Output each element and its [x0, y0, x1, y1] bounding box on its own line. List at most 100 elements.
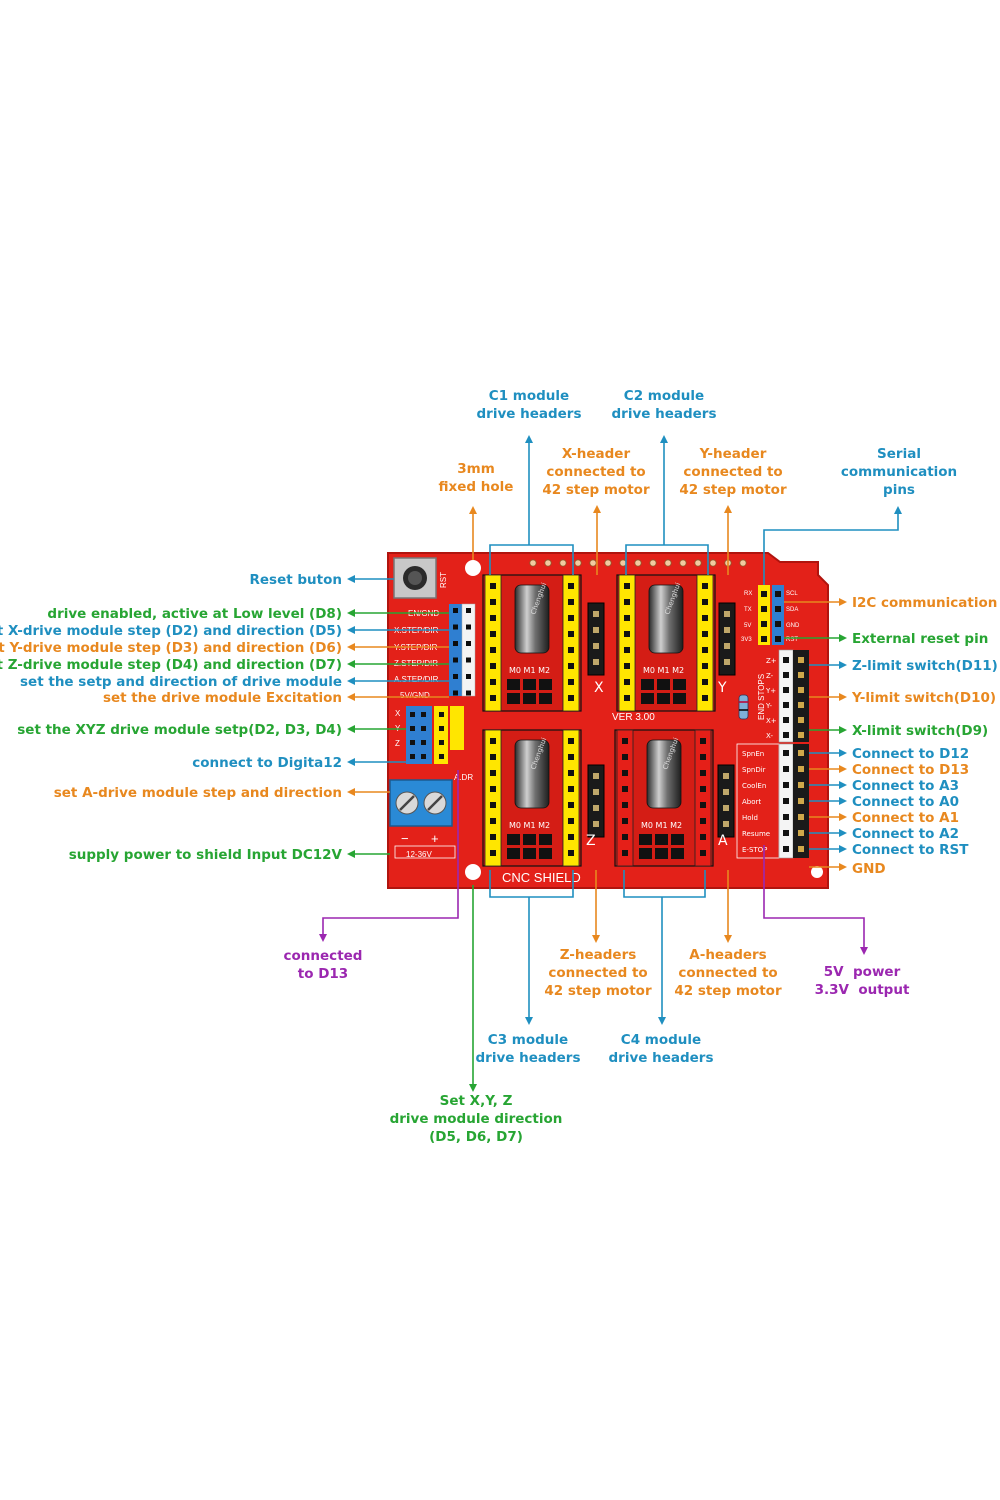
jumper — [673, 693, 686, 704]
pin — [453, 624, 458, 630]
pin — [702, 679, 708, 685]
jumper — [671, 834, 684, 845]
a0-label: Connect to A0 — [852, 794, 959, 810]
endstop-header[interactable] — [778, 649, 809, 743]
pin — [783, 657, 789, 663]
pin-hole — [664, 559, 672, 567]
silk-m-pins: M0 M1 M2 — [641, 821, 682, 830]
i2c-label: I2C communication — [852, 595, 997, 611]
pin — [622, 786, 628, 792]
pin — [490, 695, 496, 701]
pin — [724, 627, 730, 633]
driver-header-strip — [562, 574, 580, 712]
pin — [490, 615, 496, 621]
set-step-dir-label: set the setp and direction of drive modu… — [20, 674, 342, 690]
pin — [622, 818, 628, 824]
silk-endstop-yplus: Y+ — [765, 687, 776, 695]
silk-endstop-zplus: Z+ — [766, 657, 777, 665]
pin — [622, 754, 628, 760]
silk-5v: 5V — [744, 623, 751, 629]
pin — [593, 611, 599, 617]
pin — [783, 814, 789, 820]
z-limit-label: Z-limit switch(D11) — [852, 658, 998, 674]
silk-endstop-yminus: Y- — [765, 702, 772, 710]
pin — [568, 802, 574, 808]
driver-header-strip — [484, 574, 502, 712]
pin — [490, 850, 496, 856]
pin — [568, 695, 574, 701]
jumper — [539, 679, 552, 690]
fixed-hole-right — [811, 866, 823, 878]
capacitor — [514, 739, 550, 809]
silk-end-stops: END STOPS — [757, 674, 766, 720]
driver-header-strip — [696, 574, 714, 712]
pin — [568, 818, 574, 824]
serial-i2c-header[interactable] — [758, 585, 784, 645]
pin — [490, 834, 496, 840]
rst-silk: RST — [439, 572, 448, 588]
gnd-label: GND — [852, 861, 886, 877]
silk-endstop-zminus: Z- — [766, 672, 774, 680]
pin — [421, 754, 426, 759]
pin — [490, 786, 496, 792]
pin — [624, 583, 630, 589]
microstep-jumpers[interactable] — [406, 706, 464, 764]
reset-button[interactable] — [393, 557, 437, 599]
pin — [761, 621, 767, 627]
silk-a-dr: A.DR — [454, 773, 473, 782]
fixed-hole-bottom — [465, 864, 481, 880]
pin — [490, 679, 496, 685]
pin — [702, 647, 708, 653]
pin — [798, 672, 804, 678]
a2-label: Connect to A2 — [852, 826, 959, 842]
set-a-label: set A-drive module step and direction — [54, 785, 342, 801]
pin-hole — [559, 559, 567, 567]
jumper — [655, 834, 668, 845]
silk-axis-letter: Z — [586, 833, 596, 849]
pin — [622, 850, 628, 856]
pin — [593, 821, 599, 827]
motor-header: Y — [717, 602, 736, 696]
pin — [622, 802, 628, 808]
pin — [568, 663, 574, 669]
pin — [783, 830, 789, 836]
pin — [568, 599, 574, 605]
jumper — [523, 679, 536, 690]
pin — [702, 599, 708, 605]
jumper — [539, 848, 552, 859]
silk-ctrl-abort: Abort — [742, 798, 761, 806]
pin — [439, 740, 444, 745]
pin — [723, 789, 729, 795]
pin — [568, 786, 574, 792]
pin — [723, 805, 729, 811]
pin — [798, 814, 804, 820]
pin — [439, 754, 444, 759]
pin — [783, 732, 789, 738]
annotation-lines — [319, 435, 902, 1092]
pin — [624, 663, 630, 669]
capacitor — [646, 739, 682, 809]
pin — [490, 663, 496, 669]
ext-reset-label: External reset pin — [852, 631, 988, 647]
pin — [783, 702, 789, 708]
pin — [568, 738, 574, 744]
config-pin-header[interactable] — [449, 603, 476, 697]
jumper — [641, 679, 654, 690]
jumper — [507, 834, 520, 845]
power-terminal[interactable] — [389, 779, 453, 827]
pin — [466, 608, 471, 613]
jumper — [657, 693, 670, 704]
pin — [700, 770, 706, 776]
driver-header-strip — [484, 729, 502, 867]
jumper — [639, 848, 652, 859]
digital12-label: connect to Digita12 — [192, 755, 342, 771]
pin — [798, 766, 804, 772]
pin — [490, 770, 496, 776]
pin — [702, 695, 708, 701]
pin-hole — [709, 559, 717, 567]
